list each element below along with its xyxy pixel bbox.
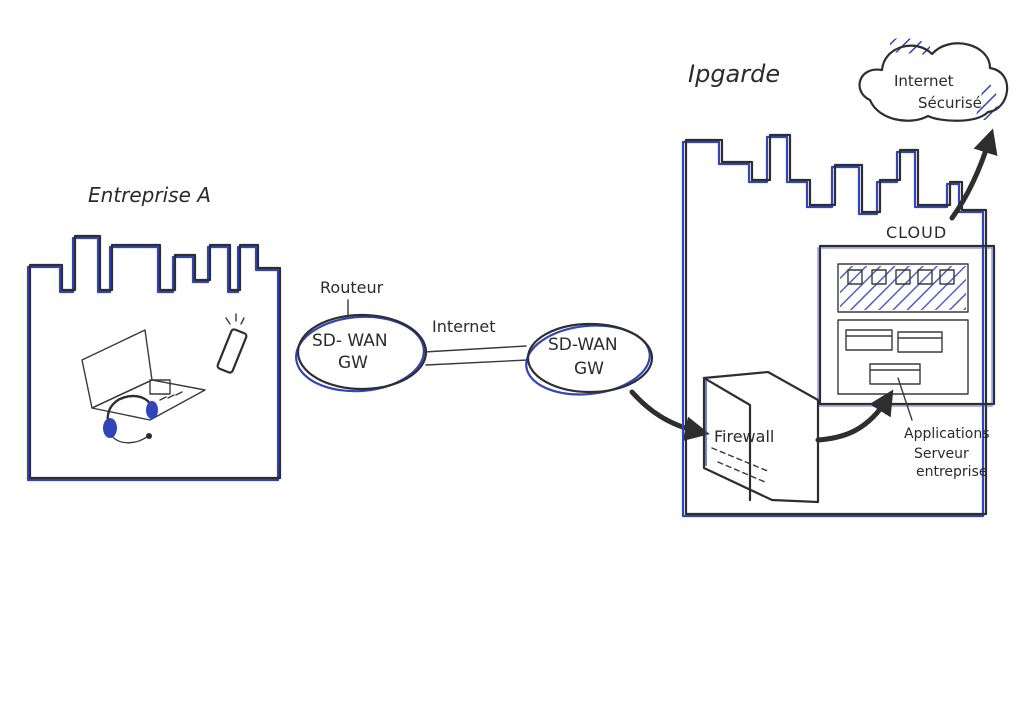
smartphone-icon: [216, 313, 248, 374]
firewall-icon: [702, 370, 820, 504]
entreprise-a-building: [26, 234, 282, 482]
internet-securise-line1: Internet: [894, 72, 954, 90]
internet-link: [423, 345, 529, 366]
cloud-icon: [858, 38, 1009, 122]
arrow-cloud-to-internet: [949, 128, 998, 221]
sdwan-left-line2: GW: [338, 353, 368, 373]
sdwan-left-line1: SD- WAN: [312, 331, 388, 351]
firewall-label: Firewall: [714, 427, 774, 446]
internet-link-label: Internet: [432, 317, 496, 336]
headset-icon: [103, 394, 158, 444]
laptop-icon: [81, 329, 206, 421]
applications-line2: Serveur: [914, 446, 969, 462]
cloud-label: CLOUD: [886, 223, 947, 242]
routeur-label: Routeur: [320, 278, 384, 297]
arrow-gw-to-firewall: [629, 389, 710, 442]
applications-line1: Applications: [904, 426, 990, 442]
sdwan-gw-right: [525, 322, 654, 396]
arrow-firewall-to-cloud: [815, 389, 894, 443]
internet-securise-line2: Sécurisé: [918, 94, 982, 112]
ipgarde-building: [681, 133, 988, 518]
sdwan-right-line2: GW: [574, 359, 604, 379]
entreprise-a-label: Entreprise A: [88, 183, 211, 207]
sdwan-right-line1: SD-WAN: [548, 335, 618, 355]
ipgarde-label: Ipgarde: [688, 60, 780, 88]
applications-line3: entreprise: [916, 464, 987, 480]
server-rack-icon: [837, 263, 969, 395]
